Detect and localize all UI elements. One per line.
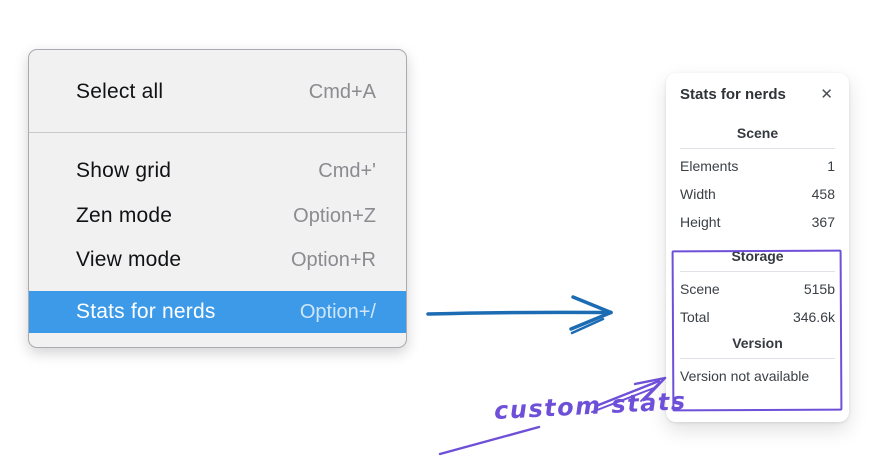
menu-item-select-all[interactable]: Select all Cmd+A [29,70,406,114]
stat-row-elements: Elements 1 [680,156,835,176]
blue-arrow-icon [426,295,613,335]
stat-value: 515b [803,281,835,297]
stat-label: Total [680,309,710,325]
menu-item-zen-mode[interactable]: Zen mode Option+Z [29,194,406,238]
stat-row-scene-storage: Scene 515b [680,279,835,299]
version-section-header: Version [732,335,783,351]
menu-item-label: Zen mode [76,204,173,227]
menu-item-shortcut: Option+Z [293,204,376,227]
stats-panel-header: Stats for nerds ✕ [680,86,835,103]
stat-value: 458 [811,186,835,202]
custom-stats-annotation: custom stats [493,386,688,426]
menu-item-shortcut: Option+/ [299,300,376,323]
menu-item-stats-for-nerds[interactable]: Stats for nerds Option+/ [29,291,406,333]
divider [680,148,835,149]
scene-section-header: Scene [736,125,779,141]
divider [680,358,835,359]
menu-item-label: Stats for nerds [76,300,216,323]
menu-item-shortcut: Cmd+' [318,159,376,182]
menu-item-view-mode[interactable]: View mode Option+R [29,238,406,282]
storage-section-header: Storage [731,248,784,264]
stat-label: Height [680,214,721,230]
stat-label: Width [680,186,716,202]
stats-panel-title: Stats for nerds [680,86,786,103]
divider [680,271,835,272]
menu-item-show-grid[interactable]: Show grid Cmd+' [29,149,406,193]
stat-label: Scene [680,281,720,297]
menu-item-shortcut: Cmd+A [308,80,376,103]
stat-value: 367 [811,214,835,230]
version-note: Version not available [680,368,810,384]
menu-item-label: Select all [76,80,164,103]
stat-value: 1 [827,158,835,174]
stat-label: Elements [680,158,739,174]
menu-divider [29,132,406,133]
stat-row-width: Width 458 [680,184,835,204]
stat-row-height: Height 367 [680,212,835,232]
stat-value: 346.6k [792,309,835,325]
menu-item-label: Show grid [76,159,172,182]
stat-row-total-storage: Total 346.6k [680,307,835,327]
stats-panel: Stats for nerds ✕ Scene Elements 1 Width… [666,73,849,422]
menu-item-label: View mode [76,248,182,271]
section-gap [680,240,835,248]
context-menu: Select all Cmd+A Show grid Cmd+' Zen mod… [28,49,407,348]
menu-item-shortcut: Option+R [290,248,376,271]
close-icon[interactable]: ✕ [820,86,833,103]
